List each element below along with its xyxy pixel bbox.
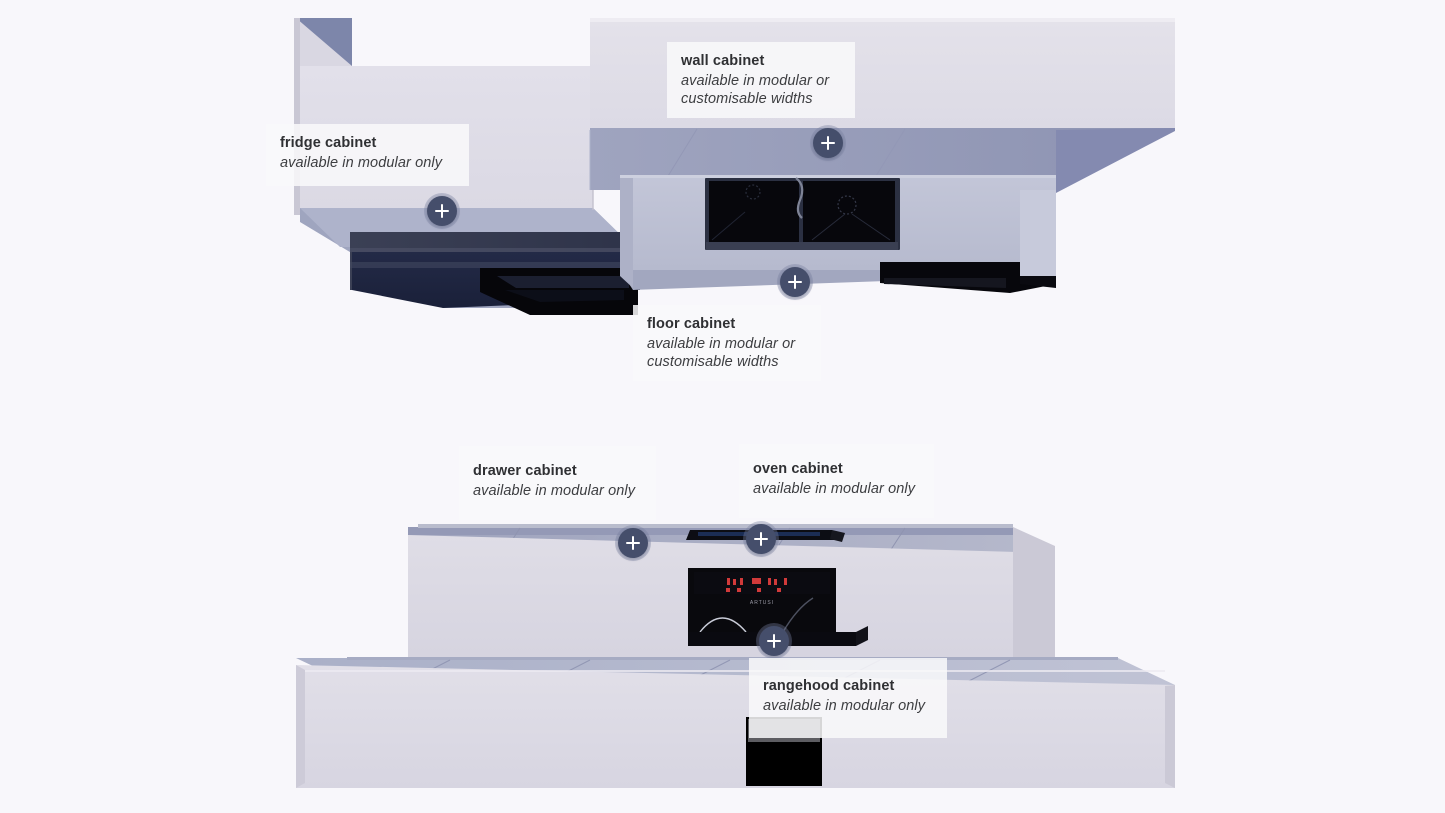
callout-fridge-cabinet[interactable]: fridge cabinet available in modular only [266,124,469,186]
callout-floor-cabinet[interactable]: floor cabinet available in modular or cu… [633,305,821,381]
hotspot-floor-cabinet[interactable] [780,267,810,297]
svg-text:ARTUSI: ARTUSI [750,600,774,606]
callout-rangehood-cabinet[interactable]: rangehood cabinet available in modular o… [749,658,947,738]
hotspot-rangehood-cabinet[interactable] [759,626,789,656]
callout-oven-cabinet[interactable]: oven cabinet available in modular only [739,444,934,518]
callout-title: floor cabinet [647,316,736,332]
callout-subtitle: available in modular or customisable wid… [681,72,830,108]
callout-subtitle: available in modular only [280,154,443,171]
callout-subtitle: available in modular only [473,482,636,499]
callout-title: oven cabinet [753,461,843,477]
lower-kitchen-render: ARTUSI [296,524,1175,788]
hotspot-fridge-cabinet[interactable] [427,196,457,226]
hotspot-wall-cabinet[interactable] [813,128,843,158]
callout-title: wall cabinet [681,53,765,69]
callout-subtitle: available in modular only [753,480,916,497]
callout-title: rangehood cabinet [763,678,895,694]
callout-subtitle: available in modular only [763,697,926,714]
hotspot-oven-cabinet[interactable] [746,524,776,554]
callout-title: drawer cabinet [473,463,577,479]
callout-wall-cabinet[interactable]: wall cabinet available in modular or cus… [667,42,855,118]
callout-drawer-cabinet[interactable]: drawer cabinet available in modular only [459,446,656,520]
hotspot-drawer-cabinet[interactable] [618,528,648,558]
callout-subtitle: available in modular or customisable wid… [647,335,796,371]
callout-title: fridge cabinet [280,135,377,151]
